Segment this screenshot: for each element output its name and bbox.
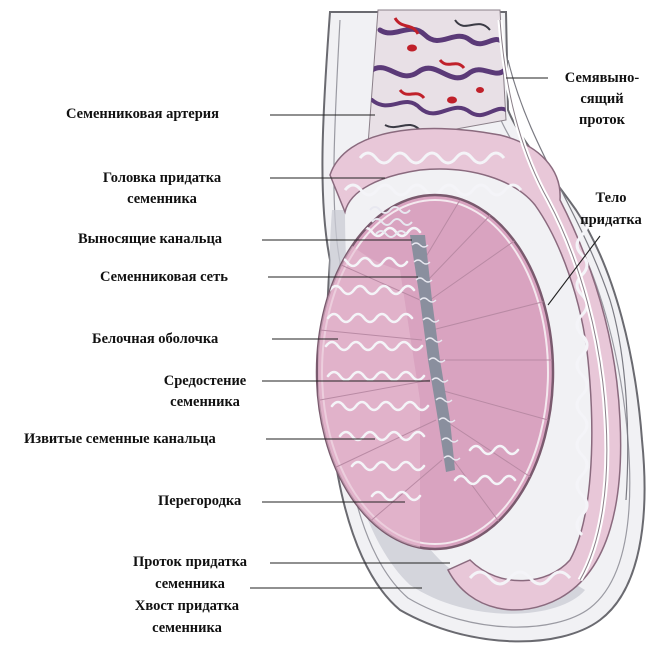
label-epididymis-tail-line1: Хвост придатка <box>134 598 240 614</box>
vas-deferens-outline <box>499 19 608 581</box>
label-seminiferous-tubules: Извитые семенные канальца <box>24 431 216 447</box>
label-vas-deferens-line3: проток <box>578 112 625 128</box>
label-epididymis-body-line2: придатка <box>580 212 642 228</box>
epididymis <box>329 127 622 611</box>
label-epididymis-head-line2: семенника <box>127 191 197 207</box>
seminiferous-tubules <box>324 226 520 502</box>
leader-lines <box>250 77 601 589</box>
label-septum: Перегородка <box>158 493 242 509</box>
label-mediastinum-line2: семенника <box>170 394 240 410</box>
label-epididymis-body-line1: Тело <box>595 190 627 206</box>
label-tunica-albuginea: Белочная оболочка <box>92 331 219 347</box>
septa <box>319 199 552 531</box>
label-efferent-ductules: Выносящие канальца <box>78 231 223 247</box>
label-rete-testis: Семенниковая сеть <box>100 269 228 285</box>
label-epididymis-duct-line1: Проток придатка <box>132 554 248 570</box>
label-epididymis-head-line1: Головка придатка <box>102 170 222 186</box>
cord-layer-lines <box>507 59 629 501</box>
efferent-ductules <box>369 206 413 238</box>
testis-interior <box>318 199 552 549</box>
mediastinum-mesh <box>410 235 455 472</box>
label-testicular-artery: Семенниковая артерия <box>66 106 220 122</box>
cord-vessels <box>369 17 506 131</box>
epididymis-head-coils <box>358 151 506 165</box>
epididymis-tail-coils <box>468 570 572 586</box>
label-epididymis-tail-line2: семенника <box>152 620 222 636</box>
label-mediastinum-line1: Средостение <box>163 373 247 389</box>
epididymis-body-coils <box>575 213 589 537</box>
label-vas-deferens-line2: сящий <box>580 91 624 107</box>
label-vas-deferens-line1: Семявыно- <box>564 70 640 86</box>
leader-epididymis-body <box>547 235 601 306</box>
rete-testis <box>411 242 461 461</box>
label-epididymis-duct-line2: семенника <box>155 576 225 592</box>
